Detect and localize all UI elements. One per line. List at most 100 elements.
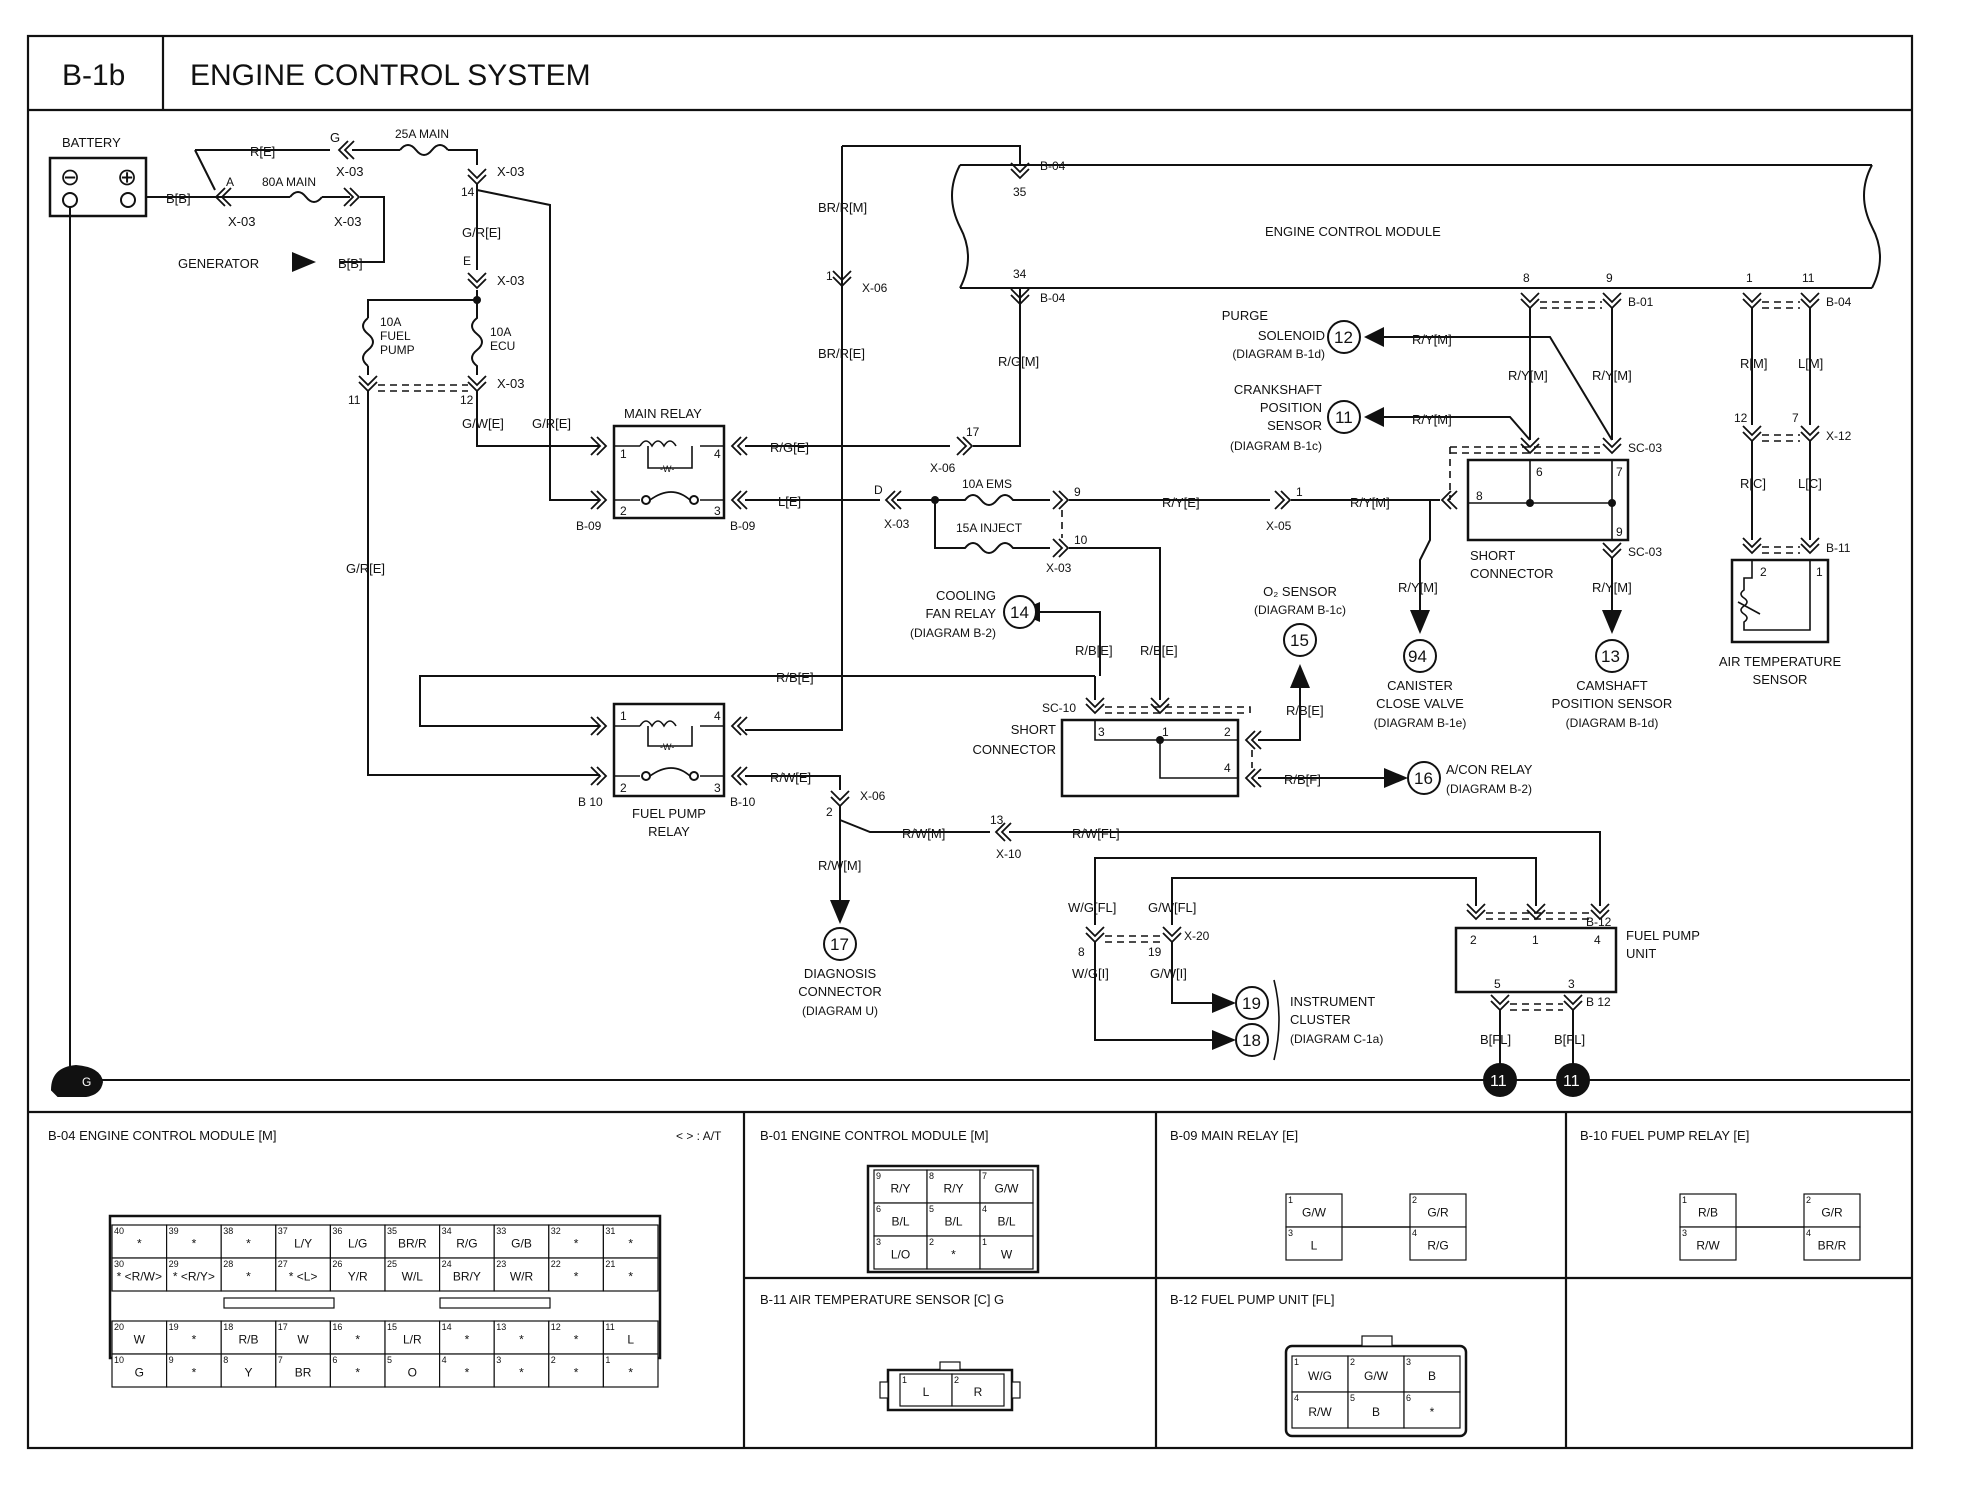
fuse-label: 10A bbox=[380, 315, 401, 329]
ref-label: (DIAGRAM B-1d) bbox=[1232, 347, 1325, 361]
ground-point-2: 11 bbox=[1556, 1063, 1590, 1097]
ref-number: 14 bbox=[1010, 603, 1029, 622]
pin-wire-color: BR/R bbox=[398, 1237, 427, 1251]
pin-label: 1 bbox=[1746, 271, 1753, 285]
pin-wire-color: R/W bbox=[1308, 1405, 1332, 1419]
wire-label: R/Y[M] bbox=[1398, 580, 1438, 595]
ref-label: (DIAGRAM B-1c) bbox=[1230, 439, 1322, 453]
connector-pin-cell: 2R bbox=[951, 1373, 1005, 1407]
connector-pin-cell: 5O bbox=[384, 1353, 441, 1388]
pin-number: 3 bbox=[496, 1355, 501, 1365]
connector-pin-cell: 12* bbox=[548, 1320, 604, 1355]
ecm-label: ENGINE CONTROL MODULE bbox=[1265, 224, 1441, 239]
ref-crankshaft-sensor[interactable]: 11 CRANKSHAFT POSITION SENSOR (DIAGRAM B… bbox=[1230, 382, 1361, 453]
pin-number: 9 bbox=[876, 1171, 881, 1181]
wire-label: R/B[E] bbox=[776, 670, 814, 685]
ref-diagnosis-connector[interactable]: 17 DIAGNOSIS CONNECTOR (DIAGRAM U) bbox=[798, 927, 882, 1018]
ref-purge-solenoid[interactable]: 12 PURGE SOLENOID (DIAGRAM B-1d) bbox=[1222, 308, 1361, 361]
panel-title: B-12 FUEL PUMP UNIT [FL] bbox=[1170, 1292, 1334, 1307]
pin-number: 38 bbox=[223, 1226, 233, 1236]
wire-label: BR/R[E] bbox=[818, 346, 865, 361]
ref-camshaft-sensor[interactable]: 13 CAMSHAFT POSITION SENSOR (DIAGRAM B-1… bbox=[1552, 639, 1673, 730]
pin-wire-color: R/Y bbox=[890, 1182, 910, 1196]
connector-pin-cell: 38 * bbox=[220, 1224, 277, 1259]
pin-number: 6 bbox=[332, 1355, 337, 1365]
pin-number: 3 bbox=[876, 1237, 881, 1247]
ref-o2-sensor[interactable]: 15 O₂ SENSOR (DIAGRAM B-1c) bbox=[1254, 584, 1346, 657]
pin-wire-color: G/W bbox=[1302, 1206, 1327, 1220]
connector-pin-cell: 21* bbox=[602, 1257, 659, 1292]
pin-label: 10 bbox=[1074, 533, 1088, 547]
pin-wire-color: R/G bbox=[1427, 1239, 1448, 1253]
wire-label: R/Y[M] bbox=[1592, 368, 1632, 383]
ref-instrument-cluster-19[interactable]: 19 bbox=[1235, 986, 1269, 1020]
pin-number: 13 bbox=[496, 1322, 506, 1332]
connector-pin-cell: 15L/R bbox=[384, 1320, 441, 1355]
pin-wire-color: R/G bbox=[456, 1237, 477, 1251]
fuel-pump-relay-label: RELAY bbox=[648, 824, 690, 839]
pin-wire-color: * bbox=[465, 1366, 470, 1380]
pin-number: 22 bbox=[551, 1259, 561, 1269]
ref-instrument-cluster-18[interactable]: 18 bbox=[1235, 1023, 1269, 1057]
connector-pin-cell: 28* bbox=[220, 1257, 277, 1292]
pin-wire-color: L bbox=[627, 1333, 634, 1347]
wire-label: G/W[I] bbox=[1150, 966, 1187, 981]
pin-label: 5 bbox=[1494, 977, 1501, 991]
wire-label: G/W[E] bbox=[462, 416, 504, 431]
wire-label: R/G[E] bbox=[770, 440, 809, 455]
wire-label: G/R[E] bbox=[462, 225, 501, 240]
connector-pin-cell: 19* bbox=[166, 1320, 222, 1355]
ref-label: (DIAGRAM U) bbox=[802, 1004, 878, 1018]
wire-label: R/W[M] bbox=[818, 858, 861, 873]
ref-cooling-fan-relay[interactable]: 14 COOLING FAN RELAY (DIAGRAM B-2) bbox=[910, 588, 1037, 640]
pin-wire-color: * bbox=[574, 1366, 579, 1380]
pin-number: 1 bbox=[902, 1375, 907, 1385]
pin-wire-color: G/B bbox=[511, 1237, 532, 1251]
pin-number: 14 bbox=[442, 1322, 452, 1332]
connector-pin-cell: 1W/G bbox=[1291, 1355, 1349, 1393]
main-relay: MAIN RELAY 1 4 2 3 -W- B-09 B-09 bbox=[576, 406, 756, 533]
fuse-80a-icon bbox=[289, 191, 323, 203]
wire-label: B[FL] bbox=[1480, 1032, 1511, 1047]
pin-wire-color: L/O bbox=[891, 1248, 910, 1262]
pin-label: 1 bbox=[1296, 485, 1303, 499]
pin-number: 6 bbox=[876, 1204, 881, 1214]
ref-number: 15 bbox=[1290, 631, 1309, 650]
connector-pin-cell: 29* <R/Y> bbox=[166, 1257, 222, 1292]
pin-wire-color: * bbox=[519, 1333, 524, 1347]
connector-pin-cell: 4R/W bbox=[1291, 1391, 1349, 1429]
connector-pin-cell: 32* bbox=[548, 1224, 604, 1259]
pin-label: 4 bbox=[714, 709, 721, 723]
pin-number: 5 bbox=[929, 1204, 934, 1214]
pin-wire-color: L bbox=[1311, 1239, 1318, 1253]
wire-label: G/R[E] bbox=[532, 416, 571, 431]
wire-label: R/Y[M] bbox=[1350, 495, 1390, 510]
pin-label: 19 bbox=[1148, 945, 1162, 959]
wire-label: R[M] bbox=[1740, 356, 1767, 371]
ref-label: CRANKSHAFT bbox=[1234, 382, 1322, 397]
pin-number: 6 bbox=[1406, 1393, 1411, 1403]
pin-number: 35 bbox=[387, 1226, 397, 1236]
pin-number: 26 bbox=[332, 1259, 342, 1269]
pin-wire-color: BR/R bbox=[1818, 1239, 1847, 1253]
pin-label: 4 bbox=[714, 447, 721, 461]
wire-label: R/Y[M] bbox=[1592, 580, 1632, 595]
connector-label: X-06 bbox=[860, 789, 886, 803]
pin-number: 1 bbox=[1288, 1195, 1293, 1205]
pin-wire-color: * bbox=[192, 1237, 197, 1251]
pin-number: 10 bbox=[114, 1355, 124, 1365]
wire-label: B[B] bbox=[338, 256, 363, 271]
pin-wire-color: * bbox=[465, 1333, 470, 1347]
ref-acon-relay[interactable]: 16 A/CON RELAY (DIAGRAM B-2) bbox=[1407, 761, 1533, 796]
ref-canister-close-valve[interactable]: 94 CANISTER CLOSE VALVE (DIAGRAM B-1e) bbox=[1374, 639, 1467, 730]
connector-label: X-06 bbox=[930, 461, 956, 475]
ref-label: A/CON RELAY bbox=[1446, 762, 1533, 777]
pin-wire-color: * bbox=[246, 1237, 251, 1251]
pin-wire-color: * bbox=[628, 1270, 633, 1284]
instrument-cluster-label: (DIAGRAM C-1a) bbox=[1290, 1032, 1383, 1046]
instrument-cluster-label: INSTRUMENT bbox=[1290, 994, 1375, 1009]
connector-label: X-10 bbox=[996, 847, 1022, 861]
fuse-label: 15A INJECT bbox=[956, 521, 1023, 535]
pin-label: 8 bbox=[1476, 489, 1483, 503]
